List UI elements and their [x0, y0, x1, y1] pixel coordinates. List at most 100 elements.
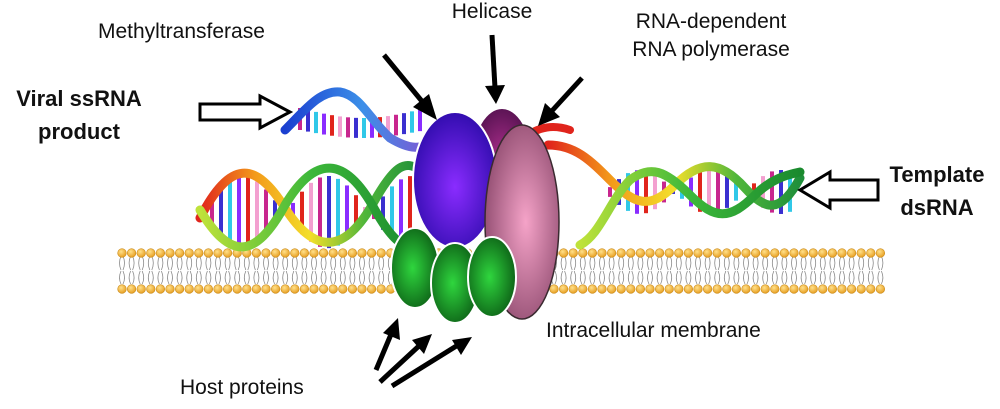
lipid-head [136, 248, 146, 258]
lipid-head [789, 248, 799, 258]
lipid-head [223, 284, 233, 294]
lipid-head [635, 248, 646, 258]
lipid-head [866, 284, 876, 294]
lipid-head [223, 248, 233, 258]
lipid-head [165, 248, 175, 258]
lipid-head [271, 284, 281, 294]
lipid-head [367, 284, 377, 294]
lipid-head [587, 284, 598, 294]
lipid-head [760, 284, 770, 294]
lipid-head [568, 248, 578, 258]
helicase-label: Helicase [451, 0, 533, 23]
lipid-head [213, 248, 223, 258]
lipid-head [184, 248, 194, 258]
lipid-head [175, 284, 185, 294]
lipid-head [299, 248, 310, 258]
lipid-head [798, 248, 809, 258]
lipid-head [846, 248, 857, 258]
lipid-head [357, 248, 367, 258]
open-arrow-icon [198, 93, 294, 131]
lipid-head [760, 248, 770, 258]
lipid-head [127, 248, 137, 258]
lipid-head [645, 248, 655, 258]
lipid-head [712, 248, 722, 258]
lipid-head [693, 284, 703, 294]
black-arrow-icon [378, 334, 432, 384]
lipid-head [606, 284, 617, 294]
rdrp-label-line2: RNA polymerase [632, 38, 790, 61]
template-dsrna-line2: dsRNA [900, 195, 974, 220]
host-protein-3 [467, 236, 517, 318]
lipid-head [597, 284, 607, 294]
lipid-head [741, 284, 751, 294]
lipid-head [827, 248, 838, 258]
lipid-head [683, 284, 694, 294]
host-proteins-label: Host proteins [180, 376, 304, 399]
lipid-head [184, 284, 194, 294]
lipid-head [146, 248, 156, 258]
lipid-head [146, 284, 156, 294]
lipid-head [194, 284, 204, 294]
lipid-head [338, 248, 348, 258]
lipid-head [837, 248, 847, 258]
membrane-label: Intracellular membrane [546, 319, 761, 342]
lipid-head [875, 248, 886, 258]
lipid-head [242, 284, 252, 294]
lipid-head [693, 248, 703, 258]
lipid-head [683, 248, 694, 258]
lipid-head [654, 248, 665, 258]
rdrp-label-line1: RNA-dependent [635, 10, 787, 33]
lipid-head [309, 284, 319, 294]
lipid-head [347, 284, 358, 294]
lipid-head [367, 248, 377, 258]
lipid-head [213, 284, 223, 294]
lipid-head [587, 248, 598, 258]
lipid-head [117, 284, 127, 294]
lipid-head [155, 248, 165, 258]
open-arrow-icon [797, 169, 880, 211]
lipid-head [645, 284, 655, 294]
lipid-head [856, 248, 866, 258]
lipid-head [712, 284, 722, 294]
lipid-head [818, 284, 828, 294]
lipid-head [117, 248, 127, 258]
lipid-head [280, 248, 290, 258]
lipid-head [616, 284, 626, 294]
lipid-head [232, 284, 242, 294]
lipid-head [866, 248, 876, 258]
black-arrows [373, 34, 584, 389]
lipid-head [808, 248, 818, 258]
viral-ssrna-strand [280, 87, 574, 152]
lipid-head [635, 284, 646, 294]
lipid-head [597, 248, 607, 258]
lipid-head [127, 284, 137, 294]
methyltransferase-label: Methyltransferase [98, 20, 265, 43]
lipid-head [290, 284, 300, 294]
lipid-head [779, 284, 790, 294]
lipid-head [203, 284, 213, 294]
black-arrow-icon [373, 318, 400, 371]
lipid-head [606, 248, 617, 258]
lipid-head [376, 248, 386, 258]
lipid-head [770, 248, 780, 258]
lipid-head [741, 248, 751, 258]
black-arrow-icon [390, 337, 472, 389]
lipid-head [578, 284, 588, 294]
lipid-head [722, 248, 732, 258]
lipid-head [309, 248, 319, 258]
lipid-head [664, 248, 674, 258]
lipid-head [261, 284, 271, 294]
lipid-head [271, 248, 281, 258]
lipid-head [626, 284, 636, 294]
lipid-head [251, 248, 261, 258]
template-dsrna-line1: Template [889, 162, 985, 187]
lipid-head [616, 248, 626, 258]
lipid-head [568, 284, 578, 294]
left-dsrna-helix [195, 161, 425, 252]
lipid-head [837, 284, 847, 294]
lipid-head [626, 248, 636, 258]
lipid-head [558, 248, 569, 258]
black-arrow-icon [382, 53, 437, 120]
